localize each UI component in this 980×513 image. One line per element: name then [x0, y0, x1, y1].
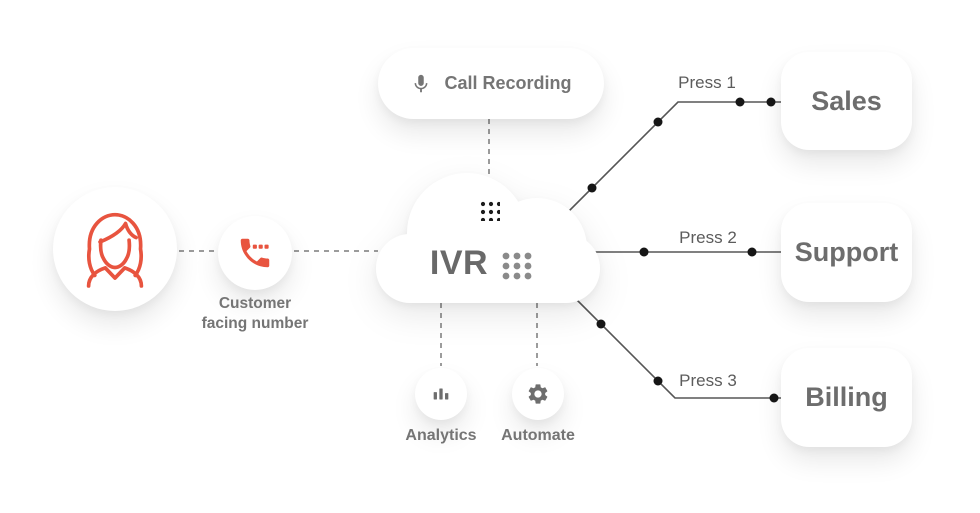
bar-chart-icon — [433, 388, 449, 400]
support-label: Support — [794, 237, 899, 267]
ivr-cloud — [376, 173, 600, 303]
gear-icon — [528, 384, 548, 404]
phone-number-circle — [218, 216, 292, 290]
woman-icon — [86, 212, 144, 288]
phone-icon — [240, 238, 270, 268]
press-2-label: Press 2 — [679, 228, 737, 247]
call-recording-label: Call Recording — [444, 73, 572, 93]
customer-label-line1: Customer — [218, 295, 292, 312]
dashed-connectors — [179, 119, 538, 366]
target-box-sales: Sales — [781, 52, 912, 150]
customer-label-line2: facing number — [201, 315, 309, 332]
branch-dots — [587, 97, 779, 403]
target-box-billing: Billing — [781, 348, 912, 447]
branch-line-sales — [541, 101, 781, 239]
press-3-label: Press 3 — [679, 371, 737, 390]
keypad-icon-large — [502, 252, 532, 280]
keypad-icon-small — [480, 201, 500, 221]
customer-facing-number-label: Customer facing number — [165, 294, 345, 334]
press-1-label: Press 1 — [678, 73, 736, 92]
sales-label: Sales — [811, 85, 882, 116]
billing-label: Billing — [805, 382, 888, 412]
call-recording-pill: Call Recording — [378, 48, 604, 119]
analytics-label: Analytics — [405, 427, 477, 444]
automate-label: Automate — [501, 427, 575, 444]
target-box-support: Support — [781, 203, 912, 302]
analytics-circle — [415, 368, 467, 420]
automate-circle — [512, 368, 564, 420]
customer-avatar-circle — [53, 187, 177, 311]
microphone-icon — [415, 74, 428, 92]
ivr-title: IVR — [429, 244, 489, 282]
